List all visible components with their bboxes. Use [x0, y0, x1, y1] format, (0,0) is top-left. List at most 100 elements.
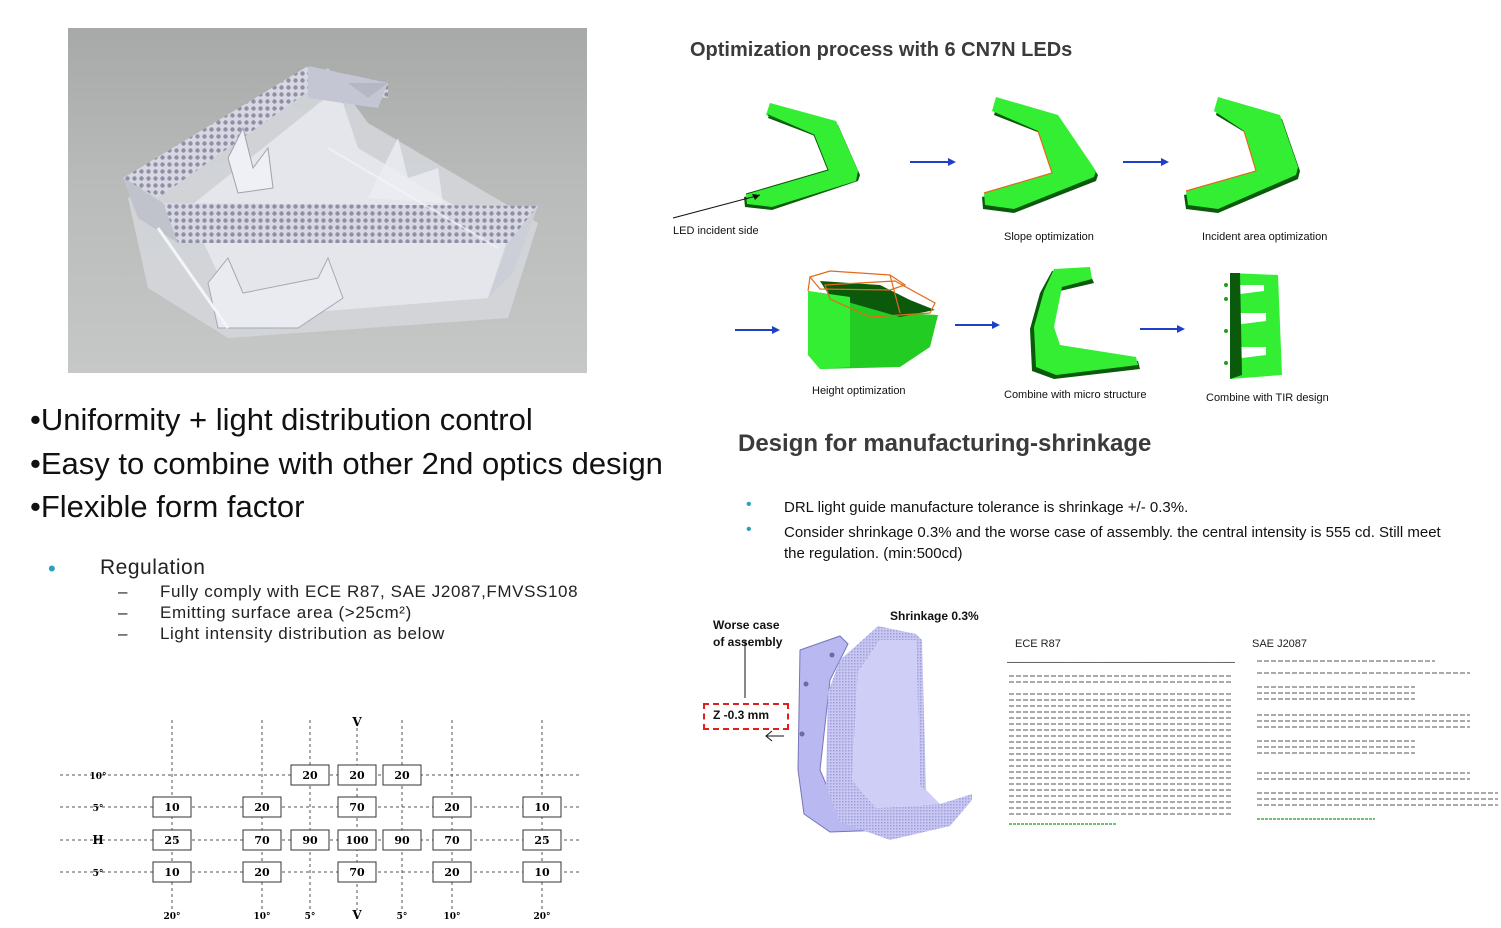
shape-led-incident-side — [744, 103, 860, 210]
regulation-item-1: Fully comply with ECE R87, SAE J2087,FMV… — [160, 582, 579, 601]
feature-bullet-3: •Flexible form factor — [30, 489, 305, 524]
grid-cell — [382, 829, 422, 851]
grid-labels: 10° 5° H 5° V 20° 10° 5° V 5° 10° 20° — [89, 715, 550, 922]
grid-row-label: H — [92, 833, 103, 847]
shape-micro-structure — [1030, 267, 1140, 379]
ece-r87-table-rows — [1009, 675, 1233, 825]
shrinkage-label: Shrinkage 0.3% — [890, 609, 979, 623]
grid-cell-value: 90 — [302, 834, 318, 847]
shrinkage-model — [744, 626, 972, 840]
optimization-diagrams — [672, 97, 1300, 379]
grid-cell — [522, 829, 562, 851]
grid-cell — [337, 861, 377, 883]
grid-cell — [152, 796, 192, 818]
grid-cell — [242, 796, 282, 818]
grid-cell — [152, 829, 192, 851]
step-caption-slope: Slope optimization — [1004, 231, 1094, 243]
dfm-title: Design for manufacturing-shrinkage — [738, 430, 1152, 457]
worse-case-label: Worse case of assembly — [713, 617, 782, 651]
z-offset-label: Z -0.3 mm — [713, 708, 770, 722]
dfm-bullet-dot-1: • — [746, 496, 752, 513]
grid-cell-value: 25 — [534, 834, 549, 847]
grid-cell — [242, 829, 282, 851]
grid-cell-value: 20 — [444, 866, 460, 879]
grid-cell — [337, 764, 377, 786]
grid-cell-value: 70 — [254, 834, 270, 847]
grid-cell-value: 20 — [394, 769, 410, 782]
step-caption-tir: Combine with TIR design — [1206, 392, 1329, 404]
sae-j2087-table-rows — [1257, 660, 1498, 820]
regulation-dash-1: – — [118, 582, 128, 601]
grid-cell — [382, 764, 422, 786]
optimization-title: Optimization process with 6 CN7N LEDs — [690, 39, 1073, 61]
grid-cell — [432, 796, 472, 818]
ece-r87-results-table: ━━━━━━━━━━━━━━━━━━━━━━━━━━━━━━━━━━━━━━━━… — [1007, 660, 1235, 832]
grid-cell-value: 10 — [164, 801, 180, 814]
grid-row-label: 10° — [89, 772, 106, 782]
grid-bottom-label: 5° — [397, 912, 408, 922]
grid-bottom-label: 20° — [163, 912, 180, 922]
light-guide-photo — [68, 28, 587, 373]
regulation-item-2: Emitting surface area (>25cm²) — [160, 603, 412, 622]
regulation-dash-3: – — [118, 624, 128, 643]
grid-cell — [522, 796, 562, 818]
dfm-bullet-2: Consider shrinkage 0.3% and the worse ca… — [784, 524, 1441, 562]
worse-case-label-line-2: of assembly — [713, 635, 783, 649]
grid-cell-value: 70 — [444, 834, 460, 847]
sae-j2087-results-table — [1255, 655, 1500, 825]
regulation-bullet-dot: • — [48, 556, 56, 581]
shape-slope-optimization — [982, 97, 1098, 213]
regulation-item-3: Light intensity distribution as below — [160, 624, 445, 643]
grid-cell — [432, 829, 472, 851]
ece-r87-label: ECE R87 — [1015, 638, 1061, 650]
grid-cell-value: 70 — [349, 866, 365, 879]
grid-cell-value: 70 — [349, 801, 365, 814]
sae-j2087-label: SAE J2087 — [1252, 638, 1308, 650]
dfm-bullet-dot-2: • — [746, 521, 752, 538]
grid-v-label-top: V — [351, 715, 362, 729]
shape-tir-design — [1224, 273, 1282, 379]
step-caption-led-incident-side: LED incident side — [673, 225, 759, 237]
grid-row-label: 5° — [93, 869, 104, 879]
grid-cells: 20 20 20 10 20 70 20 10 25 70 90 100 90 70 25 10 20 70 20 1… — [152, 764, 562, 883]
step-caption-incident-area: Incident area optimization — [1202, 231, 1328, 243]
grid-cell — [522, 861, 562, 883]
grid-cell-value: 20 — [444, 801, 460, 814]
grid-cell — [290, 829, 330, 851]
grid-bottom-label: 5° — [305, 912, 316, 922]
step-caption-micro-structure: Combine with micro structure — [1004, 389, 1147, 401]
grid-cell — [242, 861, 282, 883]
grid-cell-value: 20 — [349, 769, 365, 782]
grid-cell — [337, 829, 377, 851]
grid-cell — [432, 861, 472, 883]
grid-bottom-label: V — [351, 908, 362, 922]
feature-bullet-2: •Easy to combine with other 2nd optics d… — [30, 446, 663, 481]
shape-height-optimization — [807, 270, 938, 369]
light-guide-photo-drawing — [123, 66, 538, 338]
grid-cell-value: 10 — [534, 866, 550, 879]
grid-bottom-label: 10° — [443, 912, 460, 922]
grid-cell — [152, 861, 192, 883]
step-caption-height: Height optimization — [812, 385, 906, 397]
grid-cell — [337, 796, 377, 818]
grid-cell-value: 25 — [164, 834, 179, 847]
regulation-title: Regulation — [100, 556, 206, 579]
regulation-dash-2: – — [118, 603, 128, 622]
grid-cell-value: 100 — [346, 834, 369, 847]
shape-incident-area-optimization — [1184, 97, 1300, 213]
grid-cell-value: 10 — [164, 866, 180, 879]
grid-cell — [290, 764, 330, 786]
dfm-bullet-1: DRL light guide manufacture tolerance is… — [784, 499, 1189, 516]
grid-cell-value: 10 — [534, 801, 550, 814]
feature-bullet-1: •Uniformity + light distribution control — [30, 402, 533, 437]
z-offset-box — [703, 703, 789, 730]
grid-bottom-label: 10° — [253, 912, 270, 922]
grid-cell-value: 20 — [254, 866, 270, 879]
grid-row-label: 5° — [93, 804, 104, 814]
grid-bottom-label: 20° — [533, 912, 550, 922]
worse-case-label-line-1: Worse case — [713, 618, 780, 632]
grid-cell-value: 90 — [394, 834, 410, 847]
grid-cell-value: 20 — [254, 801, 270, 814]
grid-cell-value: 20 — [302, 769, 318, 782]
